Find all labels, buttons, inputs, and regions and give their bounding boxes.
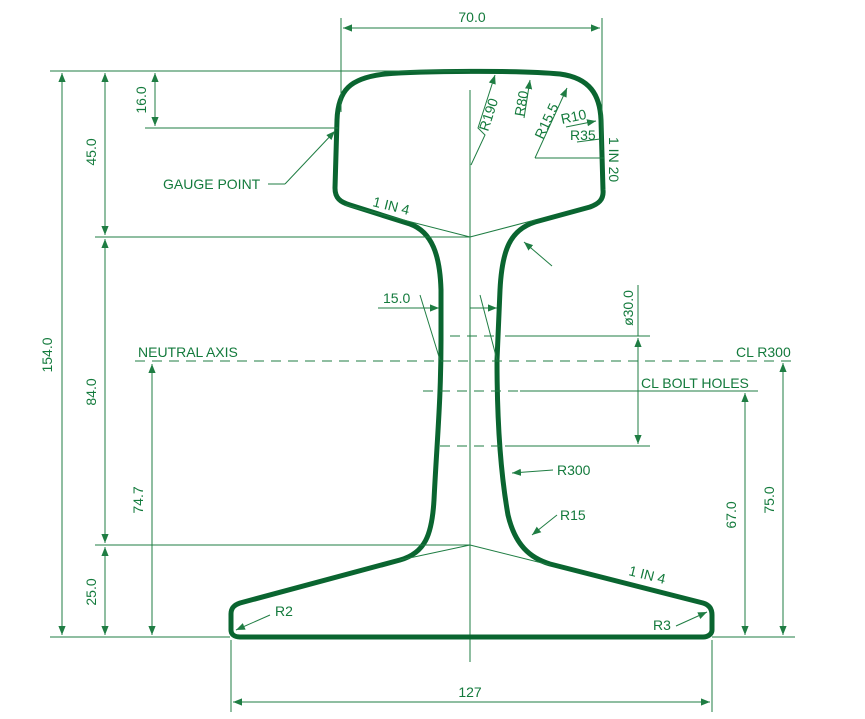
web-thickness-label: 15.0: [383, 290, 410, 306]
r15-label: R15: [560, 507, 586, 523]
r2-label: R2: [275, 603, 293, 619]
cl-bolt-holes-label: CL BOLT HOLES: [641, 375, 749, 391]
side-slope-label: 1 IN 20: [606, 137, 622, 182]
r80-label: R80: [511, 89, 531, 117]
gauge-point-label: GAUGE POINT: [163, 176, 261, 192]
bolt-hole-diameter-label: ø30.0: [620, 290, 636, 326]
head-width-label: 70.0: [458, 9, 485, 25]
r10-label: R10: [559, 106, 588, 127]
bolt-hole-height-label: 67.0: [723, 501, 739, 528]
neutral-axis-height-label: 74.7: [130, 486, 146, 513]
r190-label: R190: [476, 96, 502, 133]
r300-label: R300: [557, 462, 591, 478]
r3-label: R3: [653, 617, 671, 633]
r15-5-label: R15.5: [531, 100, 561, 141]
r35-label: R35: [570, 127, 596, 143]
cl-r300-height-label: 75.0: [761, 486, 777, 513]
foot-depth-label: 25.0: [83, 578, 99, 605]
neutral-axis-label: NEUTRAL AXIS: [138, 344, 238, 360]
gauge-depth-label: 16.0: [133, 86, 149, 113]
web-height-label: 84.0: [83, 378, 99, 405]
rail-outline: [228, 68, 715, 640]
base-width-label: 127: [458, 684, 482, 700]
cl-r300-label: CL R300: [736, 344, 791, 360]
total-height-label: 154.0: [39, 337, 55, 372]
head-depth-label: 45.0: [83, 138, 99, 165]
